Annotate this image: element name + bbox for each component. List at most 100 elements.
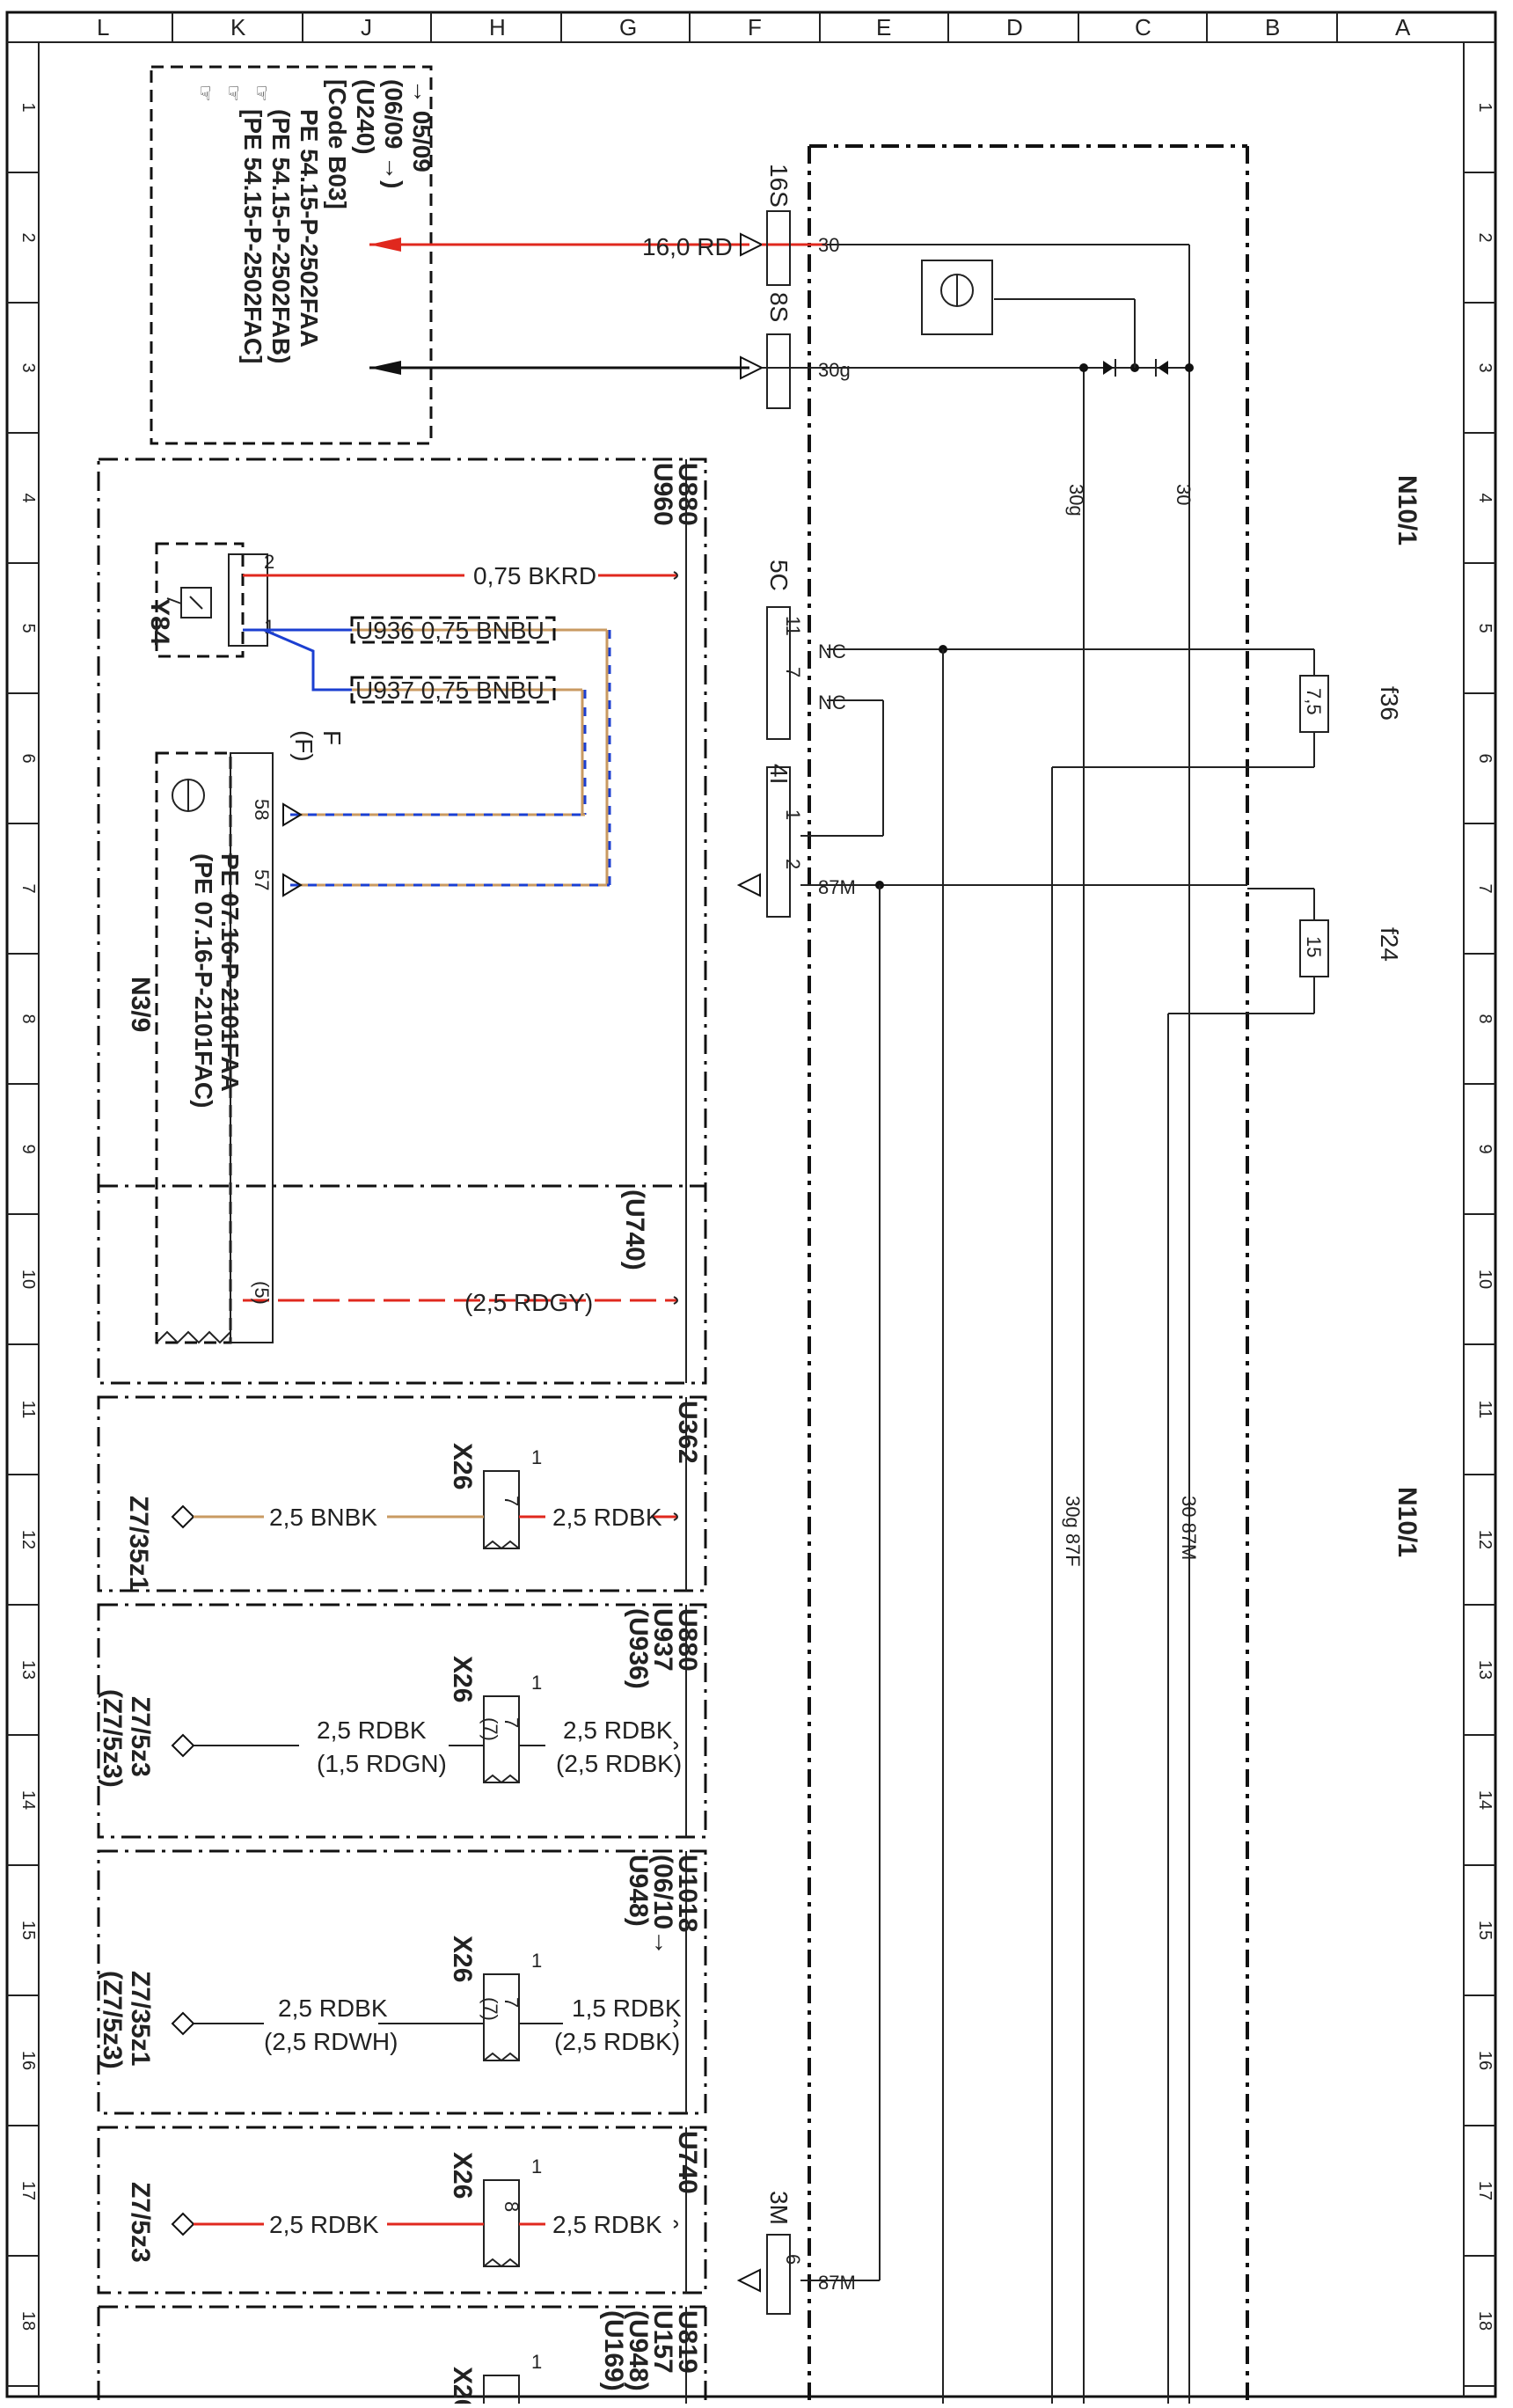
wire-label: (2,5 RDGY) [464, 1289, 593, 1316]
row-number-right: 9 [1475, 1144, 1495, 1153]
wire-bnbu-2 [263, 628, 587, 816]
vertical-wire-label: 30 [1173, 484, 1195, 505]
note-line: → 05/09 [408, 79, 435, 172]
row-number-left: 5 [18, 623, 38, 633]
pin-number: 1 [531, 2351, 542, 2373]
pin-number: 1 [782, 809, 804, 820]
col-label: E [876, 14, 891, 40]
wire-label: (2,5 RDBK) [556, 1750, 682, 1777]
vertical-wire-label: 30 87M [1178, 1496, 1200, 1560]
row-number-left: 15 [18, 1921, 38, 1940]
note-line: [Code B03] [324, 79, 351, 209]
wire-bkrd [243, 571, 678, 580]
block-u880-u937 [97, 1603, 707, 1839]
pin-number: 7 [501, 1997, 523, 2008]
block-label: U880 [673, 463, 702, 526]
pin-label: 87M [818, 876, 856, 898]
vertical-wire-label: 30g 87F [1062, 1496, 1084, 1567]
row-number-left: 3 [18, 362, 38, 372]
hand-icon: ☞ [223, 84, 245, 102]
block-label: U1018 [673, 1855, 702, 1932]
row-number-right: 2 [1475, 232, 1495, 242]
module-label-top: N10/1 [1392, 475, 1422, 545]
component-label: Z7/5z3 [126, 1696, 155, 1777]
row-number-right: 4 [1475, 493, 1495, 502]
row-number-right: 14 [1475, 1790, 1495, 1810]
relay-contacts [736, 606, 1247, 2404]
ground-icon [171, 2011, 195, 2036]
ground-icon [171, 1733, 195, 1758]
row-number-right: 15 [1475, 1921, 1495, 1940]
module-boundary [808, 144, 1249, 2404]
diode-icon [1158, 361, 1168, 375]
note-line: [PE 54.15-P-2502FAC] [239, 109, 267, 363]
wire-label: (2,5 RDBK) [554, 2028, 680, 2055]
wire-label: 2,5 BNBK [269, 1504, 377, 1531]
row-number-right: 10 [1475, 1270, 1495, 1289]
row-number-right: 5 [1475, 623, 1495, 633]
wire-label: 2,5 RDBK [269, 2211, 379, 2238]
pe-reference: (PE 07.16-P-2101FAC) [190, 853, 217, 1108]
wire-label: 0,75 BKRD [473, 562, 596, 589]
block-u880-u960 [97, 457, 707, 1385]
block-label: (U948) [624, 2310, 653, 2391]
row-number-right: 12 [1475, 1530, 1495, 1549]
fuse-value: 7,5 [1303, 688, 1325, 715]
wire-label: 2,5 RDBK [552, 1504, 662, 1531]
row-number-left: 4 [18, 493, 38, 502]
block-label: (06/10→ [648, 1855, 677, 1956]
pin-number: 1 [531, 1950, 542, 1972]
pin-number: 1 [531, 1672, 542, 1694]
pe-reference: PE 07.16-P-2101FAA [216, 853, 244, 1092]
wire-label: 2,5 RDBK [278, 1994, 388, 2022]
block-label: U157 [648, 2310, 677, 2374]
pin-label: 30 [818, 234, 839, 256]
ground-icon [171, 2212, 195, 2236]
row-number-right: 3 [1475, 362, 1495, 372]
row-number-left: 8 [18, 1014, 38, 1023]
fuse-f24 [1247, 888, 1329, 1014]
sheet-frame [5, 11, 1497, 2398]
connector-arrow-icon [740, 232, 764, 257]
block-label: U740 [673, 2131, 702, 2194]
component-label: Z7/35z1 [126, 1971, 155, 2066]
wire-label: 16,0 RD [642, 233, 733, 260]
arrow-icon [369, 361, 401, 375]
block-label: (U169) [599, 2310, 628, 2391]
row-number-right: 17 [1475, 2181, 1495, 2200]
pin-number: 7 [501, 1717, 523, 1728]
pin-number: (5) [251, 1281, 273, 1305]
component-label: Y84 [145, 598, 174, 646]
row-number-right: 8 [1475, 1014, 1495, 1023]
block-label: U937 [648, 1608, 677, 1672]
block-u1018 [97, 1849, 707, 2115]
row-number-left: 2 [18, 232, 38, 242]
diode-icon [1103, 361, 1114, 375]
wire-label: 2,5 RDBK [317, 1716, 427, 1744]
wire-30g [369, 260, 1194, 2404]
block-label: U948) [624, 1855, 653, 1927]
component-label: N3/9 [126, 977, 155, 1032]
row-number-right: 13 [1475, 1660, 1495, 1680]
fuse-f36 [1247, 648, 1329, 768]
pin-label: NC [818, 692, 846, 714]
connector-label: X26 [448, 1656, 477, 1702]
note-line: (06/09 →) [380, 79, 407, 189]
row-number-left: 14 [18, 1790, 38, 1810]
pin-label: 87M [818, 2272, 856, 2294]
hand-icon: ☞ [251, 84, 273, 102]
component-label: (Z7/5z3) [98, 1971, 127, 2069]
pin-number: 6 [782, 2254, 804, 2265]
block-label: U362 [673, 1401, 702, 1464]
component-ref: F [318, 730, 346, 745]
component-ref: (F) [290, 730, 318, 762]
row-number-right: 18 [1475, 2311, 1495, 2331]
pin-number: 1 [531, 2155, 542, 2177]
pin-number: (7) [479, 1717, 501, 1741]
row-number-left: 18 [18, 2311, 38, 2331]
col-label: F [748, 14, 762, 40]
y84-valve [155, 542, 268, 658]
connector-label: X26 [448, 1936, 477, 1982]
